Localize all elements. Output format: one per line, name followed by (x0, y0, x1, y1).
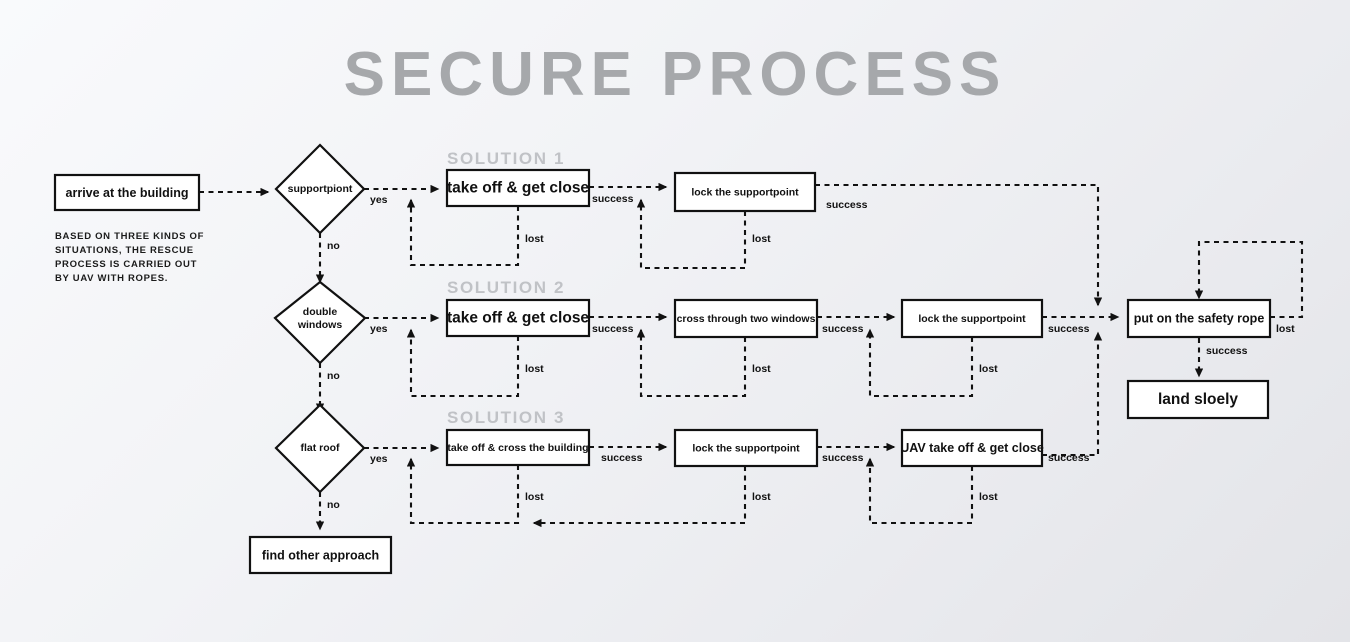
caption-line-3: PROCESS IS CARRIED OUT (55, 259, 197, 270)
node-s3-step2-label: lock the supportpoint (692, 442, 800, 454)
edge-label-s2-lost-3: lost (979, 363, 998, 375)
edge-label-s1-success-2: success (826, 199, 868, 211)
node-s3-step3[interactable]: UAV take off & get close (900, 428, 1044, 468)
edge-label-s2-success-1: success (592, 323, 634, 335)
edge-label-s3-lost-1: lost (525, 491, 544, 503)
node-find-other-approach-shape[interactable] (248, 535, 393, 575)
edge-label-no-2: no (327, 370, 340, 382)
node-decision-double-windows[interactable]: double windows (273, 280, 367, 365)
edge-label-yes-3: yes (370, 453, 388, 465)
edge-label-yes-2: yes (370, 323, 388, 335)
node-s2-step2[interactable]: cross through two windows (673, 298, 819, 339)
node-s2-step1-label: take off & get close (447, 310, 589, 327)
node-s1-step1-shape[interactable] (445, 168, 591, 208)
node-decision-double-windows-label-1: double (303, 306, 338, 318)
edge-s1-success-2 (815, 183, 1103, 307)
node-decision-flat-roof-shape[interactable] (274, 403, 366, 494)
node-s2-step1-shape[interactable] (445, 298, 591, 338)
node-decision-flat-roof-label: flat roof (300, 442, 340, 454)
edge-label-s3-lost-3: lost (979, 491, 998, 503)
node-s3-step1-shape[interactable] (445, 428, 591, 467)
edge-s2-lost-2 (636, 328, 747, 398)
edge-label-s1-success-1: success (592, 193, 634, 205)
node-decision-flat-roof[interactable]: flat roof (274, 403, 366, 494)
edge-label-s2-lost-1: lost (525, 363, 544, 375)
node-safety-rope[interactable]: put on the safety rope (1126, 298, 1272, 339)
edge-label-s3-lost-2: lost (752, 491, 771, 503)
node-land-label: land sloely (1158, 391, 1238, 408)
node-s1-step2[interactable]: lock the supportpoint (673, 171, 817, 213)
node-s2-step2-label: cross through two windows (677, 313, 816, 325)
edge-label-s2-success-2: success (822, 323, 864, 335)
edge-s1-lost-2 (636, 198, 747, 270)
node-s2-step2-shape[interactable] (673, 298, 819, 339)
section-label-solution-1: SOLUTION 1 (447, 149, 565, 168)
edge-rope-lost (1194, 240, 1304, 319)
edge-label-s3-success-3: success (1048, 452, 1090, 464)
node-land-shape[interactable] (1126, 379, 1270, 420)
edge-label-rope-success: success (1206, 345, 1248, 357)
node-find-other-approach-label: find other approach (262, 548, 379, 562)
caption-line-2: SITUATIONS, THE RESCUE (55, 245, 194, 256)
caption-line-4: BY UAV WITH ROPES. (55, 273, 168, 284)
node-find-other-approach[interactable]: find other approach (248, 535, 393, 575)
edge-s3-lost-3 (865, 457, 974, 525)
node-start[interactable]: arrive at the building (53, 173, 201, 212)
edge-label-s2-lost-2: lost (752, 363, 771, 375)
edge-s2-lost-1 (406, 328, 520, 398)
edge-label-yes-1: yes (370, 194, 388, 206)
node-s3-step2-shape[interactable] (673, 428, 819, 468)
edge-s1-lost-1 (406, 198, 520, 267)
node-s3-step1-label: take off & cross the building (447, 442, 588, 454)
node-start-label: arrive at the building (66, 186, 189, 200)
edge-s3-success-3 (1042, 331, 1103, 457)
node-s2-step3-label: lock the supportpoint (918, 313, 1026, 325)
edge-label-no-1: no (327, 240, 340, 252)
node-s1-step2-shape[interactable] (673, 171, 817, 213)
node-s1-step1[interactable]: take off & get close (445, 168, 591, 208)
node-s2-step3-shape[interactable] (900, 298, 1044, 339)
edge-label-no-3: no (327, 499, 340, 511)
node-decision-double-windows-label-2: windows (297, 319, 342, 331)
edge-label-s2-success-3: success (1048, 323, 1090, 335)
node-s2-step1[interactable]: take off & get close (445, 298, 591, 338)
node-decision-supportpoint-shape[interactable] (274, 143, 366, 235)
node-start-shape[interactable] (53, 173, 201, 212)
node-s2-step3[interactable]: lock the supportpoint (900, 298, 1044, 339)
edge-s3-lost-2 (532, 466, 747, 528)
edge-label-s1-lost-2: lost (752, 233, 771, 245)
node-s3-step3-shape[interactable] (900, 428, 1044, 468)
node-s3-step3-label: UAV take off & get close (900, 441, 1044, 455)
edge-s3-lost-1 (406, 457, 520, 525)
node-s3-step1[interactable]: take off & cross the building (445, 428, 591, 467)
node-s1-step1-label: take off & get close (447, 180, 589, 197)
node-decision-double-windows-shape[interactable] (273, 280, 367, 365)
node-decision-supportpoint[interactable]: supportpiont (274, 143, 366, 235)
edge-s2-lost-3 (865, 328, 974, 398)
section-label-solution-3: SOLUTION 3 (447, 408, 565, 427)
node-decision-supportpoint-label: supportpiont (288, 183, 353, 195)
edge-label-rope-lost: lost (1276, 323, 1295, 335)
caption-line-1: BASED ON THREE KINDS OF (55, 231, 204, 242)
edge-label-s3-success-2: success (822, 452, 864, 464)
section-label-solution-2: SOLUTION 2 (447, 278, 565, 297)
node-land[interactable]: land sloely (1126, 379, 1270, 420)
node-s3-step2[interactable]: lock the supportpoint (673, 428, 819, 468)
node-safety-rope-shape[interactable] (1126, 298, 1272, 339)
node-s1-step2-label: lock the supportpoint (691, 186, 799, 198)
page-title: SECURE PROCESS (344, 40, 1007, 109)
edge-label-s1-lost-1: lost (525, 233, 544, 245)
edge-label-s3-success-1: success (601, 452, 643, 464)
node-safety-rope-label: put on the safety rope (1134, 311, 1265, 325)
